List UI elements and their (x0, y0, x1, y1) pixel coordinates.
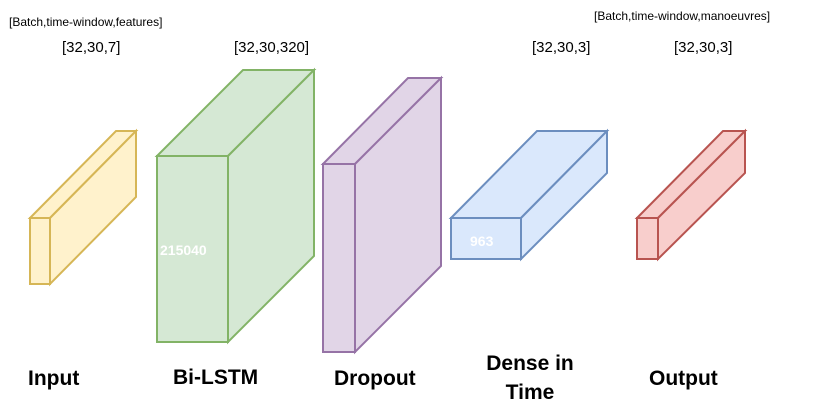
dense-block-front (450, 217, 522, 260)
input-layer-block (27, 128, 139, 287)
dropout-block-front (322, 163, 356, 353)
dropout-layer-label: Dropout (334, 367, 416, 390)
input-dims-annotation: [Batch,time-window,features] (9, 15, 163, 29)
input-layer-label: Input (28, 367, 80, 390)
input-shape-label: [32,30,7] (62, 39, 121, 56)
output-dims-annotation: [Batch,time-window,manoeuvres] (594, 9, 771, 23)
dense-shape-label: [32,30,3] (532, 39, 591, 56)
output-shape-label: [32,30,3] (674, 39, 733, 56)
dense-layer-block (448, 128, 610, 262)
input-block-front (29, 217, 51, 285)
bilstm-layer-block (154, 67, 317, 345)
dropout-layer-block (320, 75, 444, 355)
bilstm-layer-label: Bi-LSTM (173, 366, 259, 389)
bilstm-shape-label: [32,30,320] (234, 39, 310, 56)
dense-params-label: 963 (470, 233, 494, 249)
output-layer-block (634, 128, 748, 262)
bilstm-block-front (156, 155, 229, 343)
output-block-front (636, 217, 659, 260)
output-layer-label: Output (649, 367, 718, 390)
bilstm-params-label: 215040 (160, 242, 207, 258)
dense-layer-label: Dense in Time (486, 352, 574, 404)
